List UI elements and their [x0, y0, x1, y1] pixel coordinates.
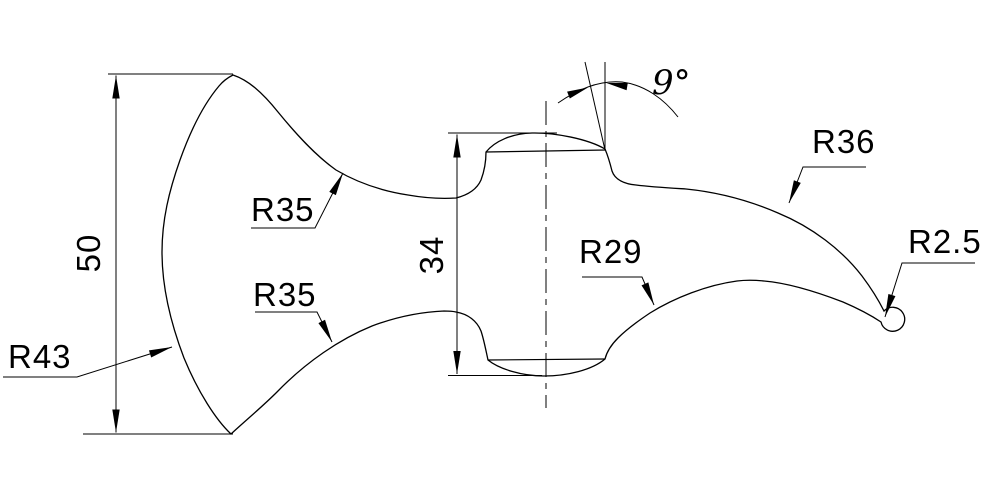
label-r43: R43 — [8, 338, 72, 375]
part-outline-group — [161, 74, 906, 435]
leader-line — [3, 346, 173, 378]
dimension-overall-height: 50 — [70, 73, 233, 435]
label-r35-bottom: R35 — [253, 276, 317, 313]
angle-inclined-line — [584, 61, 606, 151]
leader-r2-5: R2.5 — [884, 223, 982, 318]
label-angle: 9° — [652, 63, 691, 103]
leader-r29: R29 — [579, 233, 655, 306]
leader-line — [884, 262, 975, 318]
angle-arrow-right — [606, 82, 628, 91]
leader-line — [255, 311, 333, 343]
dimension-boss-face: 34 — [413, 132, 557, 376]
leader-line — [582, 276, 655, 306]
leader-line — [788, 166, 866, 204]
label-r2-5: R2.5 — [908, 223, 982, 260]
dim-text-50: 50 — [70, 234, 107, 273]
leader-r36: R36 — [788, 123, 876, 204]
leader-line — [251, 172, 344, 229]
part-outline — [161, 74, 906, 435]
leader-r35-top: R35 — [251, 172, 344, 229]
label-r36: R36 — [812, 123, 876, 160]
label-r29-text: R29 — [579, 233, 643, 270]
angle-dimension: 9° — [557, 61, 691, 151]
angle-arrow-left — [567, 87, 588, 99]
leader-r35-bottom: R35 — [253, 276, 333, 343]
label-r35-top: R35 — [251, 191, 315, 228]
leader-r43: R43 — [3, 338, 173, 378]
dim-text-34: 34 — [413, 236, 450, 275]
